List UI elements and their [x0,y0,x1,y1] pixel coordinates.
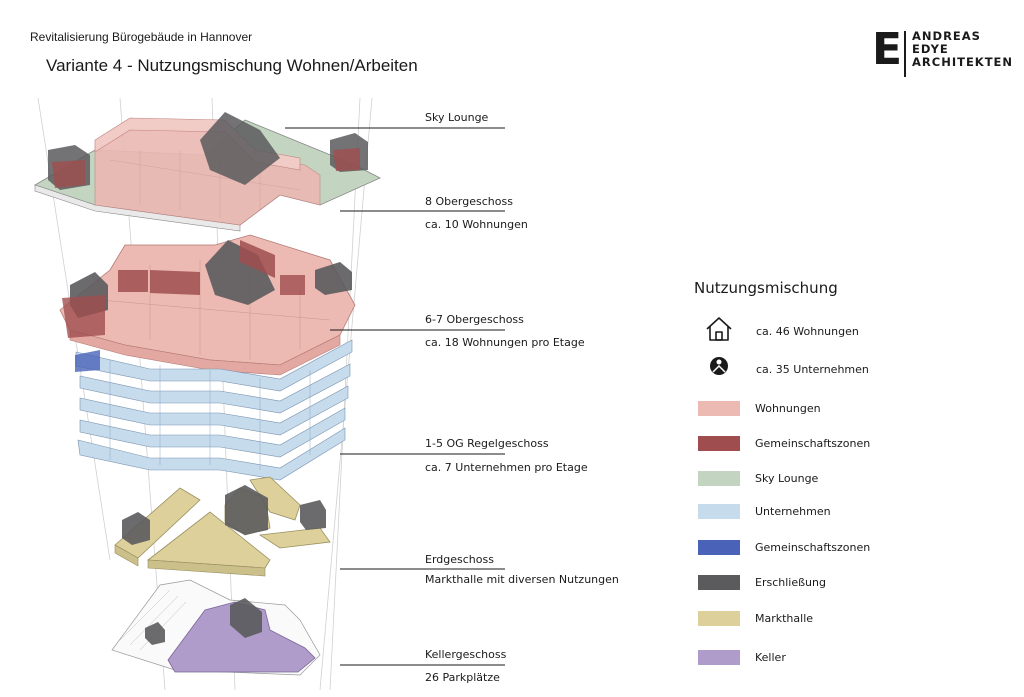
legend-swatch [698,611,740,626]
page-title: Variante 4 - Nutzungsmischung Wohnen/Arb… [46,56,418,75]
callout-kg-label: Kellergeschoss [425,648,507,661]
legend-swatch [698,650,740,665]
legend-swatch [698,436,740,451]
legend-label: Markthalle [755,612,814,625]
callout-og8-note: ca. 10 Wohnungen [425,218,528,231]
legend-unternehmen-count: ca. 35 Unternehmen [756,363,869,376]
legend-label: Sky Lounge [755,472,819,485]
callout-sky-lounge: Sky Lounge [425,111,489,124]
legend-swatch [698,540,740,555]
project-subtitle: Revitalisierung Bürogebäude in Hannover [30,30,253,44]
callout-eg-label: Erdgeschoss [425,553,494,566]
callout-og8-label: 8 Obergeschoss [425,195,513,208]
floor-8-og [34,112,381,232]
callout-kg-note: 26 Parkplätze [425,671,500,684]
callout-eg-note: Markthalle mit diversen Nutzungen [425,573,619,586]
legend-swatch [698,471,740,486]
legend-swatch [698,401,740,416]
floor-1-5-og [75,339,353,481]
logo-divider [904,31,906,77]
callout-og15-note: ca. 7 Unternehmen pro Etage [425,461,588,474]
legend-label: Erschließung [755,576,826,589]
floor-kellergeschoss [111,579,321,676]
floor-erdgeschoss [114,476,331,577]
floor-6-7-og [59,234,356,376]
callout-og15-label: 1-5 OG Regelgeschoss [425,437,549,450]
legend-label: Gemeinschaftszonen [755,541,871,554]
logo-line-2: EDYE [912,42,949,56]
legend-swatch [698,504,740,519]
logo-line-1: ANDREAS [912,29,981,43]
legend-label: Gemeinschaftszonen [755,437,871,450]
legend-wohnungen-count: ca. 46 Wohnungen [756,325,859,338]
callout-og67-note: ca. 18 Wohnungen pro Etage [425,336,585,349]
callout-leaders [285,127,505,666]
logo-letter: E [872,24,903,75]
legend-title: Nutzungsmischung [694,279,838,297]
logo-line-3: ARCHITEKTEN [912,55,1014,69]
callout-og67-label: 6-7 Obergeschoss [425,313,524,326]
legend-swatch [698,575,740,590]
legend-label: Wohnungen [755,402,821,415]
legend-label: Unternehmen [755,505,831,518]
legend-label: Keller [755,651,786,664]
